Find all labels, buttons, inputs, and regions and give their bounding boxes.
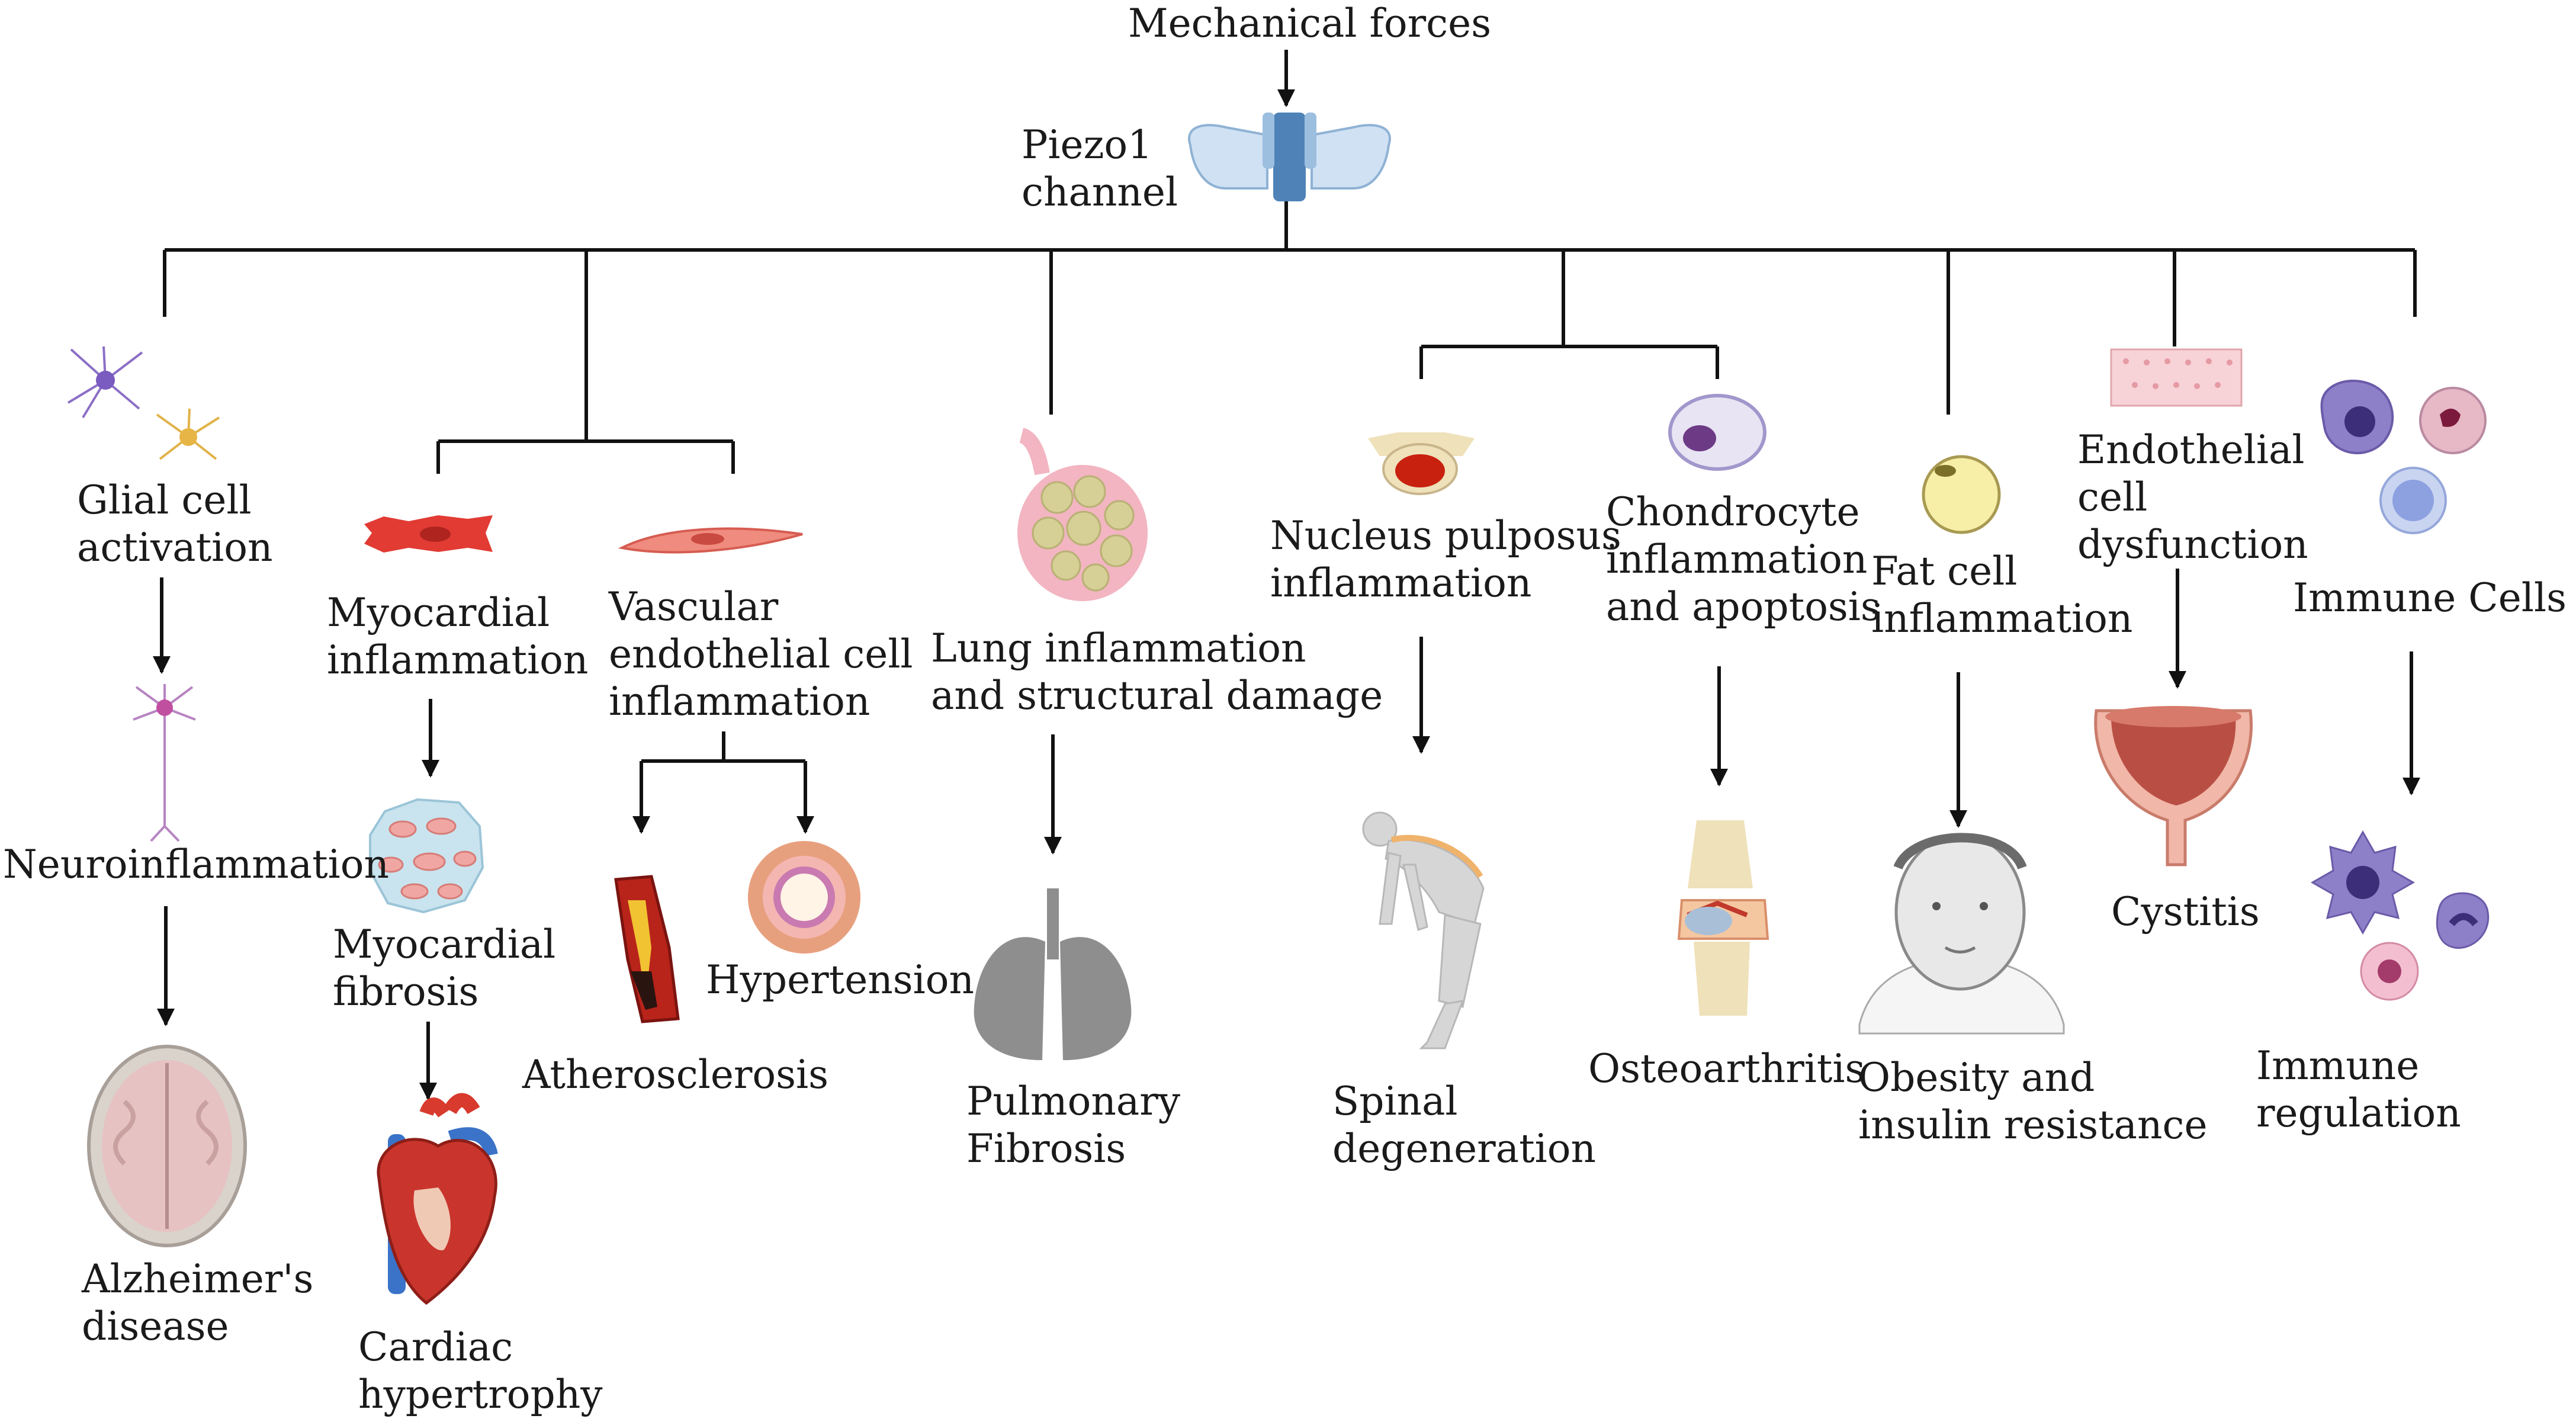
root-label: Mechanical forces (1128, 1, 1492, 46)
cardiomyocyte-icon (364, 515, 493, 553)
neuroinflammation-label: Neuroinflammation (3, 842, 389, 887)
osteoarthritis-label: Osteoarthritis (1588, 1046, 1865, 1092)
blood-vessel-cross-section-icon (748, 841, 860, 954)
piezo1-channel-icon (1188, 113, 1391, 201)
heart-icon (377, 1093, 498, 1305)
alveoli-icon (1017, 428, 1148, 601)
pulmonary-fibrosis-label: Pulmonary Fibrosis (966, 1078, 1181, 1171)
brain-icon (87, 1045, 247, 1247)
endothelial-layer-icon (2110, 348, 2243, 407)
immune-cells-icon (2320, 380, 2487, 534)
lung-label: Lung inflammation and structural damage (931, 625, 1383, 718)
spinal-degeneration-label: Spinal degeneration (1332, 1078, 1596, 1171)
lungs-icon (974, 888, 1132, 1060)
myocardial-fibrosis-icon (369, 798, 484, 914)
person-face-icon (1858, 833, 2065, 1035)
myocardial-label: Myocardial inflammation (327, 590, 589, 683)
vertebra-disc-icon (1368, 432, 1475, 495)
atherosclerosis-icon (614, 875, 680, 1023)
cystitis-label: Cystitis (2111, 889, 2260, 935)
glial-label: Glial cell activation (77, 477, 273, 570)
myocardial-fibrosis-label: Myocardial fibrosis (333, 922, 556, 1015)
nucleus-label: Nucleus pulposus inflammation (1270, 513, 1621, 606)
endothelial-label: Endothelial cell dysfunction (2077, 427, 2308, 567)
chondrocyte-icon (1668, 394, 1766, 471)
atherosclerosis-label: Atherosclerosis (522, 1052, 829, 1097)
bladder-icon (2094, 706, 2253, 866)
immune-regulation-cells-icon (2310, 830, 2490, 1001)
endothelial-cell-icon (618, 527, 803, 554)
glial-cells-icon (67, 346, 220, 460)
obesity-label: Obesity and insulin resistance (1858, 1055, 2208, 1148)
neuron-icon (133, 684, 196, 842)
knee-joint-icon (1677, 820, 1769, 1016)
cardiac-hypertrophy-label: Cardiac hypertrophy (358, 1324, 603, 1417)
vascular-label: Vascular endothelial cell inflammation (609, 584, 913, 724)
fat-cell-label: Fat cell inflammation (1871, 548, 2133, 641)
immune-regulation-label: Immune regulation (2256, 1043, 2461, 1136)
hypertension-label: Hypertension (706, 957, 975, 1003)
chondrocyte-label: Chondrocyte inflammation and apoptosis (1606, 489, 1881, 630)
bent-over-person-icon (1362, 811, 1485, 1049)
alzheimers-label: Alzheimer's disease (82, 1256, 314, 1349)
fat-cell-icon (1922, 455, 2001, 534)
spine-highlight (1390, 834, 1483, 878)
channel-label: Piezo1 channel (1022, 122, 1178, 215)
immune-cells-label: Immune Cells (2293, 575, 2567, 621)
